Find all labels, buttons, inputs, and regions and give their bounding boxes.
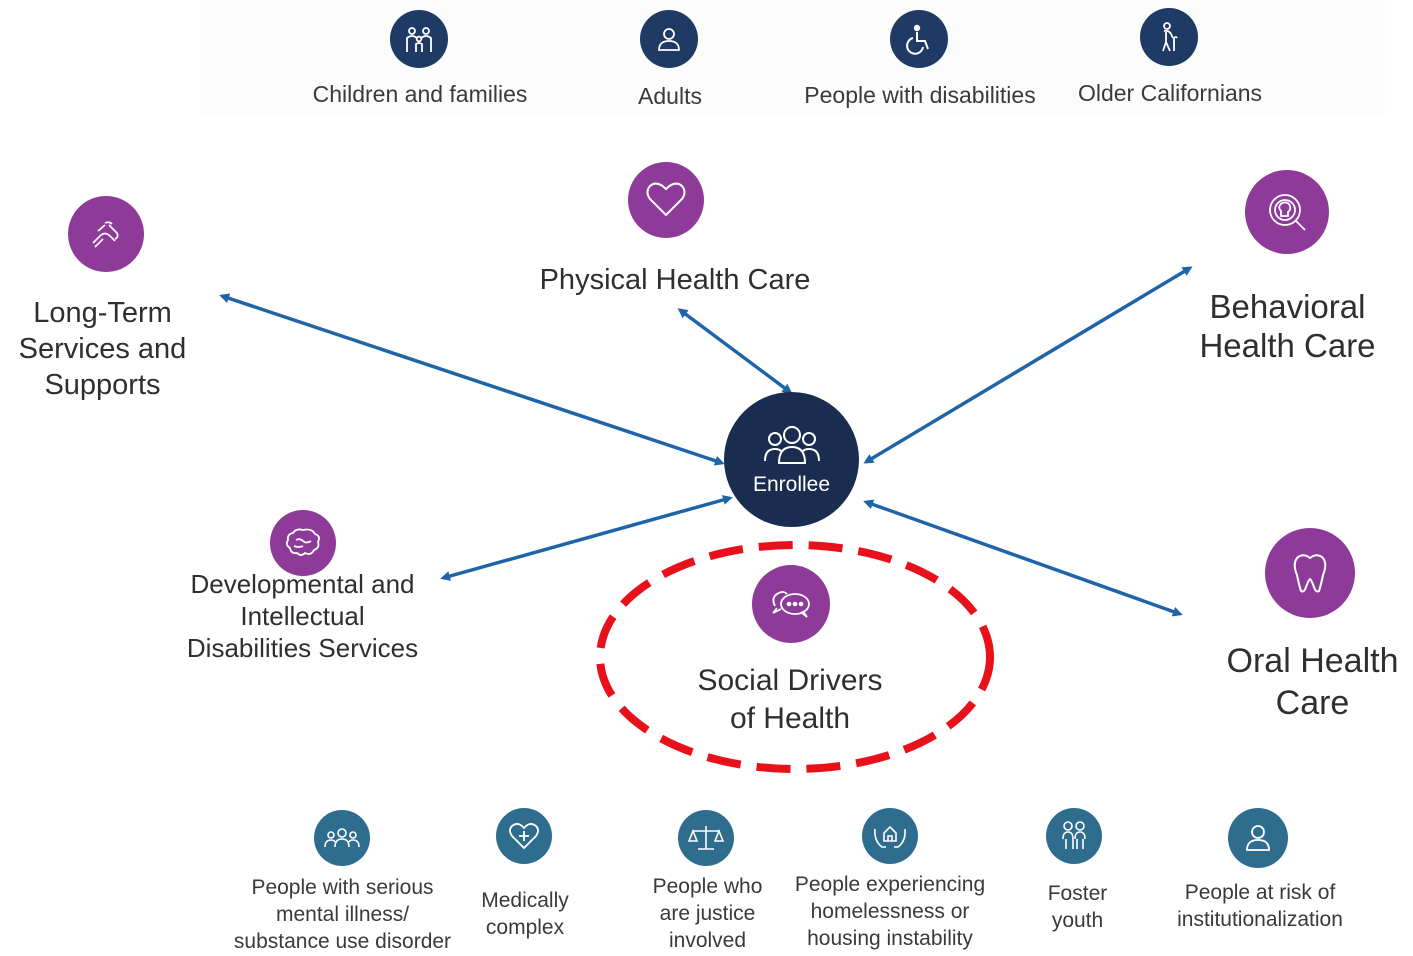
heart-icon <box>628 162 704 238</box>
population-smi-sud-line1: People with serious <box>251 876 434 899</box>
service-ltss-line1: Long-Term <box>33 297 172 329</box>
service-oral-health: Oral Health Care <box>1205 640 1413 724</box>
people-group-icon <box>314 810 370 866</box>
person-icon <box>640 10 698 68</box>
arrow-physical <box>677 308 793 394</box>
enrollee-node: Enrollee <box>724 392 859 527</box>
brain-icon <box>270 510 336 576</box>
elderly-cane-icon <box>1140 8 1198 66</box>
two-children-icon <box>1046 808 1102 864</box>
population-people-with-disabilities: People with disabilities <box>804 82 1036 108</box>
service-developmental-line2: Intellectual <box>240 601 365 631</box>
service-oral-line2: Care <box>1275 684 1350 722</box>
population-justice-involved: People who are justice involved <box>630 873 785 954</box>
scales-icon <box>678 810 734 866</box>
population-children-families: Children and families <box>312 81 528 107</box>
service-behavioral-line1: Behavioral <box>1209 288 1366 325</box>
service-behavioral-line2: Health Care <box>1199 327 1376 364</box>
population-homelessness: People experiencing homelessness or hous… <box>770 871 1010 952</box>
tooth-icon <box>1265 528 1355 618</box>
population-smi-sud: People with serious mental illness/ subs… <box>215 874 470 955</box>
enrollee-label: Enrollee <box>752 472 831 496</box>
head-magnifier-icon <box>1245 170 1329 254</box>
service-ltss-line2: Services and <box>18 333 187 365</box>
population-justice-line1: People who <box>652 875 763 898</box>
population-institutionalization-line2: institutionalization <box>1177 908 1343 931</box>
population-medically-complex-line2: complex <box>485 916 565 940</box>
population-adults: Adults <box>638 83 702 109</box>
population-foster-youth: Foster youth <box>1020 880 1135 935</box>
population-homelessness-line1: People experiencing <box>794 873 986 896</box>
population-institutionalization: People at risk of institutionalization <box>1150 879 1370 933</box>
heart-plus-icon <box>496 808 552 864</box>
speech-bubbles-icon <box>752 565 830 643</box>
population-foster-line1: Foster <box>1047 882 1108 905</box>
wheelchair-icon <box>890 10 948 68</box>
population-foster-line2: youth <box>1051 909 1104 933</box>
service-social-drivers: Social Drivers of Health <box>640 662 940 738</box>
group-people-icon <box>763 425 820 464</box>
service-ltss-line3: Supports <box>44 369 161 401</box>
population-older-californians: Older Californians <box>1077 80 1263 106</box>
population-justice-line3: involved <box>668 929 747 952</box>
helping-hands-icon <box>68 196 144 272</box>
population-medically-complex-line1: Medically <box>481 889 569 912</box>
service-physical-health: Physical Health Care <box>539 264 811 296</box>
hands-house-icon <box>862 808 918 864</box>
population-justice-line2: are justice <box>659 902 756 925</box>
arrow-developmental <box>440 495 733 581</box>
population-smi-sud-line2: mental illness/ <box>275 903 410 926</box>
family-icon <box>390 10 448 68</box>
service-ltss: Long-Term Services and Supports <box>0 295 205 403</box>
population-institutionalization-line1: People at risk of <box>1184 881 1336 904</box>
population-homelessness-line2: homelessness or <box>810 900 970 923</box>
service-developmental-line1: Developmental and <box>190 569 415 599</box>
population-homelessness-line3: housing instability <box>807 927 973 950</box>
population-medically-complex: Medically complex <box>455 887 595 942</box>
service-social-line1: Social Drivers <box>697 664 883 697</box>
service-developmental: Developmental and Intellectual Disabilit… <box>160 568 445 664</box>
service-social-line2: of Health <box>729 702 851 735</box>
arrow-behavioral <box>863 266 1193 464</box>
person-outline-icon <box>1228 808 1288 868</box>
service-behavioral-health: Behavioral Health Care <box>1180 287 1395 365</box>
service-developmental-line3: Disabilities Services <box>186 633 419 663</box>
population-smi-sud-line3: substance use disorder <box>233 930 452 953</box>
arrow-ltss <box>219 293 725 466</box>
service-oral-line1: Oral Health <box>1226 642 1399 680</box>
arrow-oral <box>863 499 1183 617</box>
